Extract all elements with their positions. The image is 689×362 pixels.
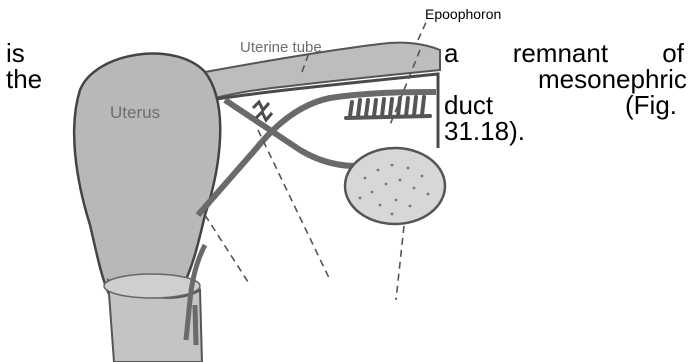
uterine-tube-label: Uterine tube xyxy=(240,39,322,56)
passage-right-line-2: mesonephric xyxy=(538,66,687,92)
duct-fragment-marks xyxy=(253,102,272,120)
epoophoron-tubules xyxy=(346,97,430,118)
passage-right-line-3: duct (Fig. xyxy=(444,92,677,118)
word-of: of xyxy=(662,40,684,66)
epoophoron-callout: Epoophoron xyxy=(425,6,501,22)
uterus-label: Uterus xyxy=(110,103,160,122)
word-fig: (Fig. xyxy=(625,92,677,118)
uterus-shape xyxy=(74,54,220,311)
passage-right-line-1: a remnant of xyxy=(444,40,684,66)
word-a: a xyxy=(444,40,458,66)
passage-left-line-2: the xyxy=(6,66,42,92)
passage-right-line-4: 31.18). xyxy=(444,118,525,144)
word-duct: duct xyxy=(444,92,493,118)
ovary-shape xyxy=(345,148,445,224)
passage-left-line-1: is xyxy=(6,40,25,66)
word-remnant: remnant xyxy=(513,40,608,66)
